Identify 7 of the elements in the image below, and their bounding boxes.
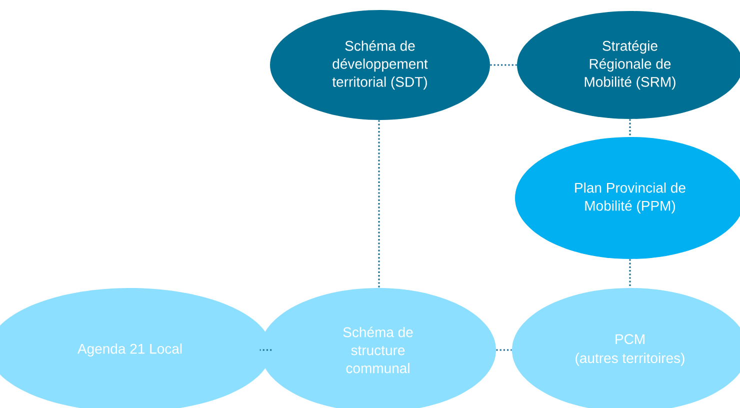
connector-line — [496, 349, 512, 351]
connector-line — [490, 64, 517, 66]
connector-line — [629, 119, 631, 137]
connector-line — [260, 349, 272, 351]
ellipse-node: Schéma de développement territorial (SDT) — [270, 10, 490, 120]
connector-line — [629, 259, 631, 288]
connector-line — [378, 120, 380, 288]
